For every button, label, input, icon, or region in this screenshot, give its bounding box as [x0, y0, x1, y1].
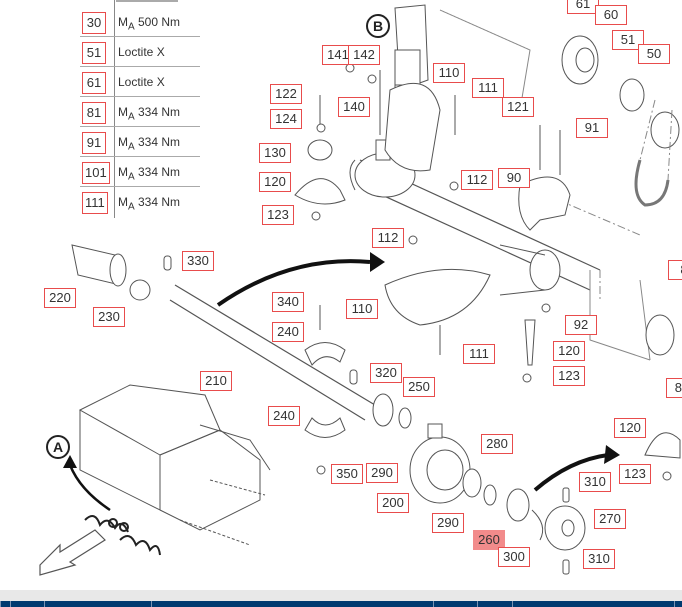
part-label[interactable]: 210 [200, 371, 232, 391]
part-label[interactable]: 310 [579, 472, 611, 492]
table-spec: Loctite X [118, 45, 165, 59]
table-row: 101 MA 334 Nm [78, 157, 200, 187]
table-divider [114, 0, 115, 218]
part-label[interactable]: 124 [270, 109, 302, 129]
table-item-number: 30 [82, 12, 106, 34]
part-label[interactable]: 120 [614, 418, 646, 438]
part-label[interactable]: 120 [259, 172, 291, 192]
part-label[interactable]: 121 [502, 97, 534, 117]
part-label[interactable]: 250 [403, 377, 435, 397]
part-label[interactable]: 220 [44, 288, 76, 308]
part-label[interactable]: 270 [594, 509, 626, 529]
table-spec: MA 334 Nm [118, 195, 181, 213]
part-label[interactable]: 350 [331, 464, 363, 484]
parts-table-header-bar [0, 601, 682, 607]
header-cell [512, 601, 674, 607]
part-label[interactable]: 240 [268, 406, 300, 426]
part-label[interactable]: 123 [553, 366, 585, 386]
part-label[interactable]: 300 [498, 547, 530, 567]
part-label[interactable]: 340 [272, 292, 304, 312]
table-row: 61 Loctite X [78, 67, 200, 97]
table-row: 111 MA 334 Nm [78, 187, 200, 217]
part-label[interactable]: 111 [472, 78, 504, 98]
part-label[interactable]: 82 [666, 378, 682, 398]
part-label[interactable]: 60 [595, 5, 627, 25]
header-cell [433, 601, 477, 607]
table-item-number: 61 [82, 72, 106, 94]
exploded-parts-diagram: 30 MA 500 Nm 51 Loctite X 61 Loctite X 8… [39, 0, 682, 576]
part-label[interactable]: 111 [463, 344, 495, 364]
table-item-number: 101 [82, 162, 110, 184]
part-label[interactable]: 130 [259, 143, 291, 163]
table-row: 81 MA 334 Nm [78, 97, 200, 127]
header-cell [477, 601, 512, 607]
table-spec: MA 334 Nm [118, 135, 181, 153]
part-label[interactable]: 120 [553, 341, 585, 361]
table-row: 51 Loctite X [78, 37, 200, 67]
parts-line-art [39, 4, 681, 576]
table-item-number: 91 [82, 132, 106, 154]
part-label[interactable]: 91 [576, 118, 608, 138]
part-label[interactable]: 122 [270, 84, 302, 104]
parts-table-header-strip [0, 590, 682, 607]
header-cell [10, 601, 44, 607]
header-cell [674, 601, 682, 607]
part-label[interactable]: 230 [93, 307, 125, 327]
part-label[interactable]: 123 [619, 464, 651, 484]
part-label[interactable]: 51 [612, 30, 644, 50]
table-row: 91 MA 334 Nm [78, 127, 200, 157]
table-item-number: 81 [82, 102, 106, 124]
part-label[interactable]: 112 [461, 170, 493, 190]
header-cell [0, 601, 10, 607]
part-label[interactable]: 50 [638, 44, 670, 64]
part-label[interactable]: 141 [322, 45, 354, 65]
part-label[interactable]: 320 [370, 363, 402, 383]
table-spec: Loctite X [118, 75, 165, 89]
table-top-border [116, 0, 178, 2]
part-label[interactable]: 290 [432, 513, 464, 533]
table-spec: MA 334 Nm [118, 165, 181, 183]
part-label[interactable]: 110 [433, 63, 465, 83]
header-cell [44, 601, 151, 607]
part-label[interactable]: 110 [346, 299, 378, 319]
part-label[interactable]: 290 [366, 463, 398, 483]
table-spec: MA 334 Nm [118, 105, 181, 123]
part-label[interactable]: 240 [272, 322, 304, 342]
table-row: 30 MA 500 Nm [78, 7, 200, 37]
table-item-number: 111 [82, 192, 108, 214]
part-label[interactable]: 112 [372, 228, 404, 248]
part-label[interactable]: 280 [481, 434, 513, 454]
table-item-number: 51 [82, 42, 106, 64]
part-label[interactable]: 90 [498, 168, 530, 188]
part-label[interactable]: 140 [338, 97, 370, 117]
part-label[interactable]: 200 [377, 493, 409, 513]
part-label-highlighted[interactable]: 260 [473, 530, 505, 550]
header-cell [151, 601, 433, 607]
view-a-callout: A [46, 435, 70, 459]
part-label[interactable]: 142 [348, 45, 380, 65]
part-label[interactable]: 123 [262, 205, 294, 225]
table-spec: MA 500 Nm [118, 15, 181, 33]
part-label[interactable]: 8 [668, 260, 682, 280]
view-b-callout: B [366, 14, 390, 38]
part-label[interactable]: 330 [182, 251, 214, 271]
part-label[interactable]: 310 [583, 549, 615, 569]
part-label[interactable]: 92 [565, 315, 597, 335]
